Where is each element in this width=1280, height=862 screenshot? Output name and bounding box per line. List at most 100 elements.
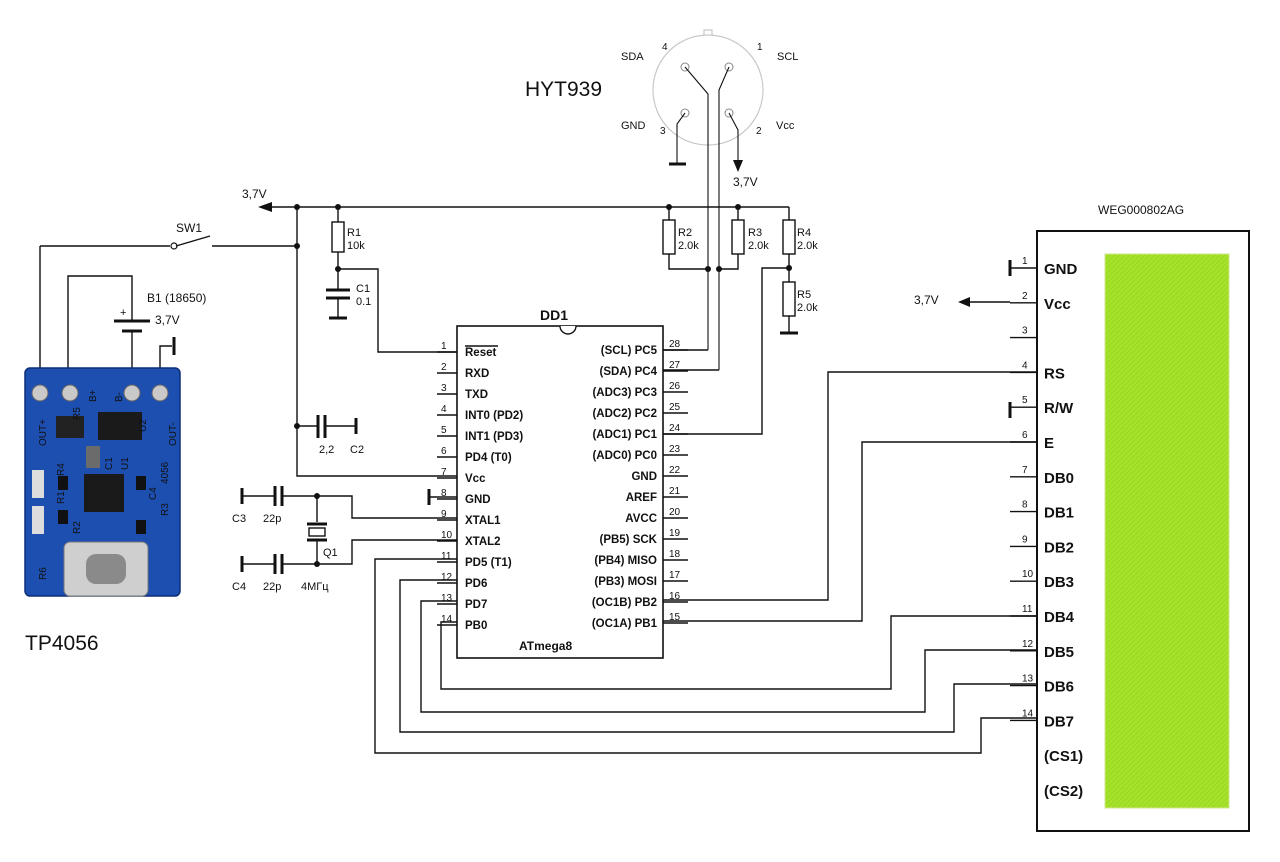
resistor-value: 2.0k xyxy=(678,240,699,252)
sensor-pin-num: 3 xyxy=(660,126,666,137)
sensor-vcc-net-label: 3,7V xyxy=(733,175,758,189)
lcd-pin-label: R/W xyxy=(1044,400,1074,417)
mcu-pin-label: PD4 (T0) xyxy=(465,452,512,464)
capacitor-value: 0.1 xyxy=(356,296,371,308)
mcu-pin-num: 19 xyxy=(669,528,681,539)
lcd-pin-label: DB6 xyxy=(1044,679,1074,696)
mcu-pin-label: GND xyxy=(631,471,657,483)
charger-silk: C1 xyxy=(104,457,115,470)
capacitor-value: 2,2 xyxy=(319,444,334,456)
capacitor-ref: C1 xyxy=(356,283,370,295)
lcd-bus xyxy=(374,371,1037,754)
capacitor-ref: C2 xyxy=(350,444,364,456)
wire xyxy=(719,254,739,270)
resistor-r4 xyxy=(782,219,796,255)
wire-db4 xyxy=(440,615,1037,690)
mcu-pin-num: 7 xyxy=(441,467,447,478)
charger-led-1 xyxy=(32,470,44,498)
lcd-pin-label: DB4 xyxy=(1044,609,1075,626)
lcd-pin-label: DB1 xyxy=(1044,505,1074,522)
battery-plus-sign: + xyxy=(120,307,126,319)
mcu-pin-label: TXD xyxy=(465,389,488,401)
lcd-title: WEG000802AG xyxy=(1098,203,1184,217)
mcu-pin-label: (ADC0) PC0 xyxy=(592,450,657,462)
mcu-pin-num: 9 xyxy=(441,509,447,520)
junction-dot xyxy=(716,266,722,272)
wire-xtal1 xyxy=(282,495,457,519)
sensor-pin-label: Vcc xyxy=(776,120,795,132)
mcu-pin-label: PD5 (T1) xyxy=(465,557,512,569)
charger-transistor xyxy=(56,416,84,438)
resistor-r2 xyxy=(662,219,676,255)
wire-rs xyxy=(663,371,1037,601)
sensor-pin2-pad xyxy=(724,108,734,118)
resistor-ref: R4 xyxy=(797,227,811,239)
resistor-value: 2.0k xyxy=(797,302,818,314)
mcu-pin-num: 20 xyxy=(669,507,681,518)
charger-pad-label: B+ xyxy=(88,389,99,402)
mcu-pin-num: 26 xyxy=(669,381,681,392)
mcu-pin-num: 22 xyxy=(669,465,681,476)
battery-voltage: 3,7V xyxy=(155,313,180,327)
charger-ic-main xyxy=(84,474,124,512)
mcu-pin-label: (OC1A) PB1 xyxy=(592,618,658,630)
mcu-pin-num: 16 xyxy=(669,591,681,602)
wire xyxy=(668,254,708,270)
crystal-network: C3 22p Q1 C4 22p 4МГц xyxy=(232,486,457,593)
mcu-pin-label: XTAL2 xyxy=(465,536,501,548)
wire-xtal2 xyxy=(282,539,457,565)
pad-out-minus xyxy=(151,384,169,402)
sensor-pin-label: SCL xyxy=(777,51,798,63)
charger-silk: R1 xyxy=(56,491,67,504)
lcd-pin-num: 5 xyxy=(1022,395,1028,406)
resistor-ref: R3 xyxy=(748,227,762,239)
sensor-pin-num: 2 xyxy=(756,126,762,137)
charger-silk: R4 xyxy=(56,463,67,476)
lcd-pin-num: 14 xyxy=(1022,708,1034,719)
mcu-pin-num: 14 xyxy=(441,614,453,625)
mcu-pin-num: 13 xyxy=(441,593,453,604)
wire-charger-gnd xyxy=(159,345,172,372)
mcu-body xyxy=(456,325,664,659)
sensor-wires xyxy=(669,66,743,370)
resistor-value: 2.0k xyxy=(797,240,818,252)
usb-c-port xyxy=(86,554,126,584)
supply-rail: 3,7V xyxy=(242,187,789,477)
reset-network: R1 10k C1 0.1 xyxy=(326,207,457,353)
charger-pad-label: OUT- xyxy=(168,422,179,446)
capacitor-value: 22p xyxy=(263,581,281,593)
mcu-pin-label: (ADC1) PC1 xyxy=(592,429,657,441)
sensor-pin-num: 1 xyxy=(757,42,763,53)
mcu-pin-num: 11 xyxy=(441,551,452,562)
lcd-pin-label: DB2 xyxy=(1044,539,1074,556)
wire-sda-sensor xyxy=(718,66,730,370)
wire-battery-plus xyxy=(67,275,133,368)
charger-silk: R2 xyxy=(72,521,83,534)
mcu-pin-label: (SCL) PC5 xyxy=(601,345,658,357)
charger-ic-top xyxy=(98,412,142,440)
mcu-pin-num: 17 xyxy=(669,570,681,581)
sensor-hyt939: HYT939 SDA 4 SCL 1 GND 3 Vcc 2 3,7V xyxy=(525,29,798,189)
mcu-pin-label: (ADC2) PC2 xyxy=(592,408,657,420)
mcu-pin-label: GND xyxy=(465,494,491,506)
charger-silk: R6 xyxy=(38,567,49,580)
battery-ref: B1 (18650) xyxy=(147,291,206,305)
lcd-pin-num: 6 xyxy=(1022,430,1028,441)
mcu-pin-num: 12 xyxy=(441,572,453,583)
sensor-title: HYT939 xyxy=(525,78,602,101)
mcu-pin-num: 15 xyxy=(669,612,681,623)
charger-smd xyxy=(58,476,68,490)
charger-silk: U2 xyxy=(138,419,149,432)
charger-silk: C4 xyxy=(148,487,159,500)
wire-e xyxy=(663,441,1037,622)
charger-led-2 xyxy=(32,506,44,534)
lcd-pin-label: RS xyxy=(1044,365,1065,382)
mcu-pin-label: RXD xyxy=(465,368,489,380)
mcu-pin-num: 2 xyxy=(441,362,447,373)
wire-sensor-gnd xyxy=(676,112,686,164)
lcd-pin-label: DB5 xyxy=(1044,644,1074,661)
mcu-pin-label: Reset xyxy=(465,347,496,359)
switch-sw1: SW1 xyxy=(39,221,297,368)
mcu-ref: DD1 xyxy=(540,307,568,323)
lcd-pin-num: 9 xyxy=(1022,534,1028,545)
